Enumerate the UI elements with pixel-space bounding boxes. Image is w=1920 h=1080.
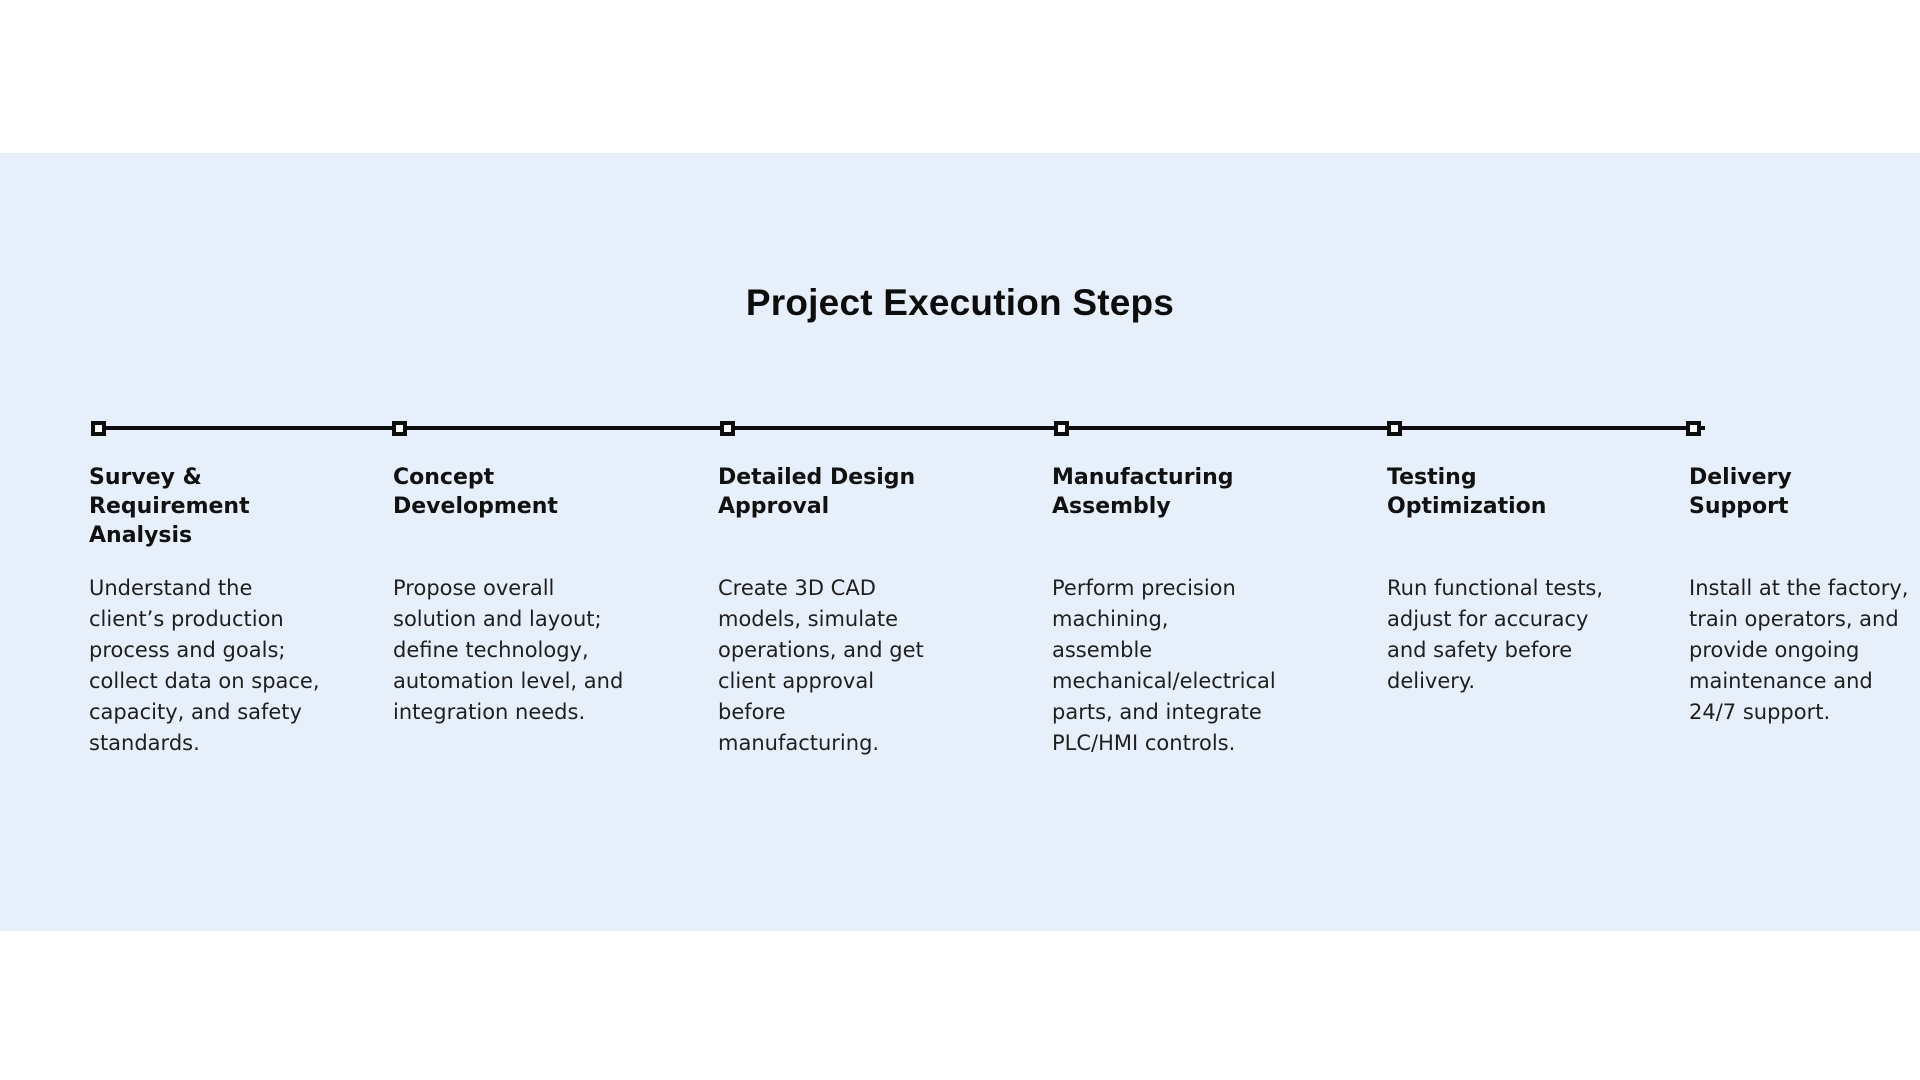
timeline-node-marker-icon [1054,421,1069,436]
timeline-node-marker-icon [1387,421,1402,436]
timeline-step: Concept Development Propose overall solu… [393,463,673,724]
step-description: Understand the client’s production proce… [89,576,320,755]
step-description: Perform precision machining, assemble me… [1052,576,1276,755]
step-heading: Testing Optimization [1387,465,1547,519]
step-heading: Manufacturing Assembly [1052,465,1234,519]
step-description: Propose overall solution and layout; def… [393,576,624,724]
timeline-step: Detailed Design Approval Create 3D CAD m… [718,463,998,755]
timeline-node-marker-icon [91,421,106,436]
step-description: Run functional tests, adjust for accurac… [1387,576,1604,693]
timeline-step: Survey & Requirement Analysis Understand… [89,463,369,755]
timeline-step: Delivery Support Install at the factory,… [1689,463,1920,724]
step-heading: Delivery Support [1689,465,1792,519]
timeline-step: Testing Optimization Run functional test… [1387,463,1667,693]
background-band [0,153,1920,931]
page-title: Project Execution Steps [745,282,1175,323]
timeline-line [91,426,1705,430]
step-heading: Concept Development [393,465,558,519]
timeline-node-marker-icon [392,421,407,436]
step-description: Install at the factory, train operators,… [1689,576,1909,724]
step-description: Create 3D CAD models, simulate operation… [718,576,924,755]
step-heading: Detailed Design Approval [718,465,916,519]
timeline-node-marker-icon [720,421,735,436]
timeline-node-marker-icon [1686,421,1701,436]
timeline-step: Manufacturing Assembly Perform precision… [1052,463,1332,755]
step-heading: Survey & Requirement Analysis [89,465,250,548]
